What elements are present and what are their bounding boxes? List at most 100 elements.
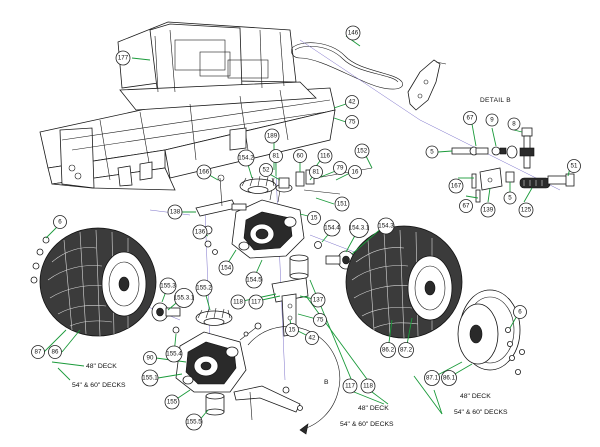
callout-177: 177 (115, 50, 131, 66)
callout-118-lower-label: 118 (363, 383, 373, 390)
callout-75-lower: 75 (313, 313, 327, 327)
callout-16-label: 16 (352, 169, 359, 176)
callout-125: 125 (518, 202, 534, 218)
callout-67-detail-b: 67 (459, 199, 473, 213)
callout-155-5-label: 155.5 (186, 419, 202, 426)
callout-15-upper: 15 (307, 211, 321, 225)
callout-5-detail-a: 5 (425, 145, 439, 159)
callout-81: 81 (269, 149, 283, 163)
callout-6-right: 6 (513, 305, 527, 319)
callout-118-lower: 118 (360, 378, 376, 394)
callout-155-1: 155.1 (141, 369, 159, 387)
callout-117-lower: 117 (342, 378, 358, 394)
note-left-48-deck: 48" DECK (86, 363, 117, 370)
callout-9-label: 9 (490, 117, 494, 124)
callout-52-label: 52 (263, 167, 270, 174)
callout-8: 8 (507, 117, 521, 131)
callout-138-label: 138 (170, 209, 181, 216)
callout-42-lower: 42 (305, 331, 319, 345)
callout-152: 152 (354, 143, 370, 159)
detail-b-bracket (407, 59, 447, 111)
cylinder-154-5 (289, 254, 309, 280)
callout-86-1: 86.1 (441, 370, 457, 386)
callout-75-lower-label: 75 (317, 317, 324, 324)
callout-8-label: 8 (512, 121, 516, 128)
callout-9: 9 (485, 113, 499, 127)
right-wheel (345, 225, 463, 339)
callout-86-2: 86.2 (380, 342, 396, 358)
callout-60-label: 60 (297, 153, 304, 160)
callout-155-3: 155.3 (159, 277, 177, 295)
callout-81-label: 81 (273, 153, 280, 160)
notes: DETAIL B B 48" DECK 54" & 60" DECKS 48" … (72, 97, 511, 428)
callout-146: 146 (345, 25, 361, 41)
fan-pulley-upper (239, 175, 277, 194)
callout-6-left-label: 6 (58, 219, 62, 226)
detail-b-title: DETAIL B (480, 97, 511, 104)
callout-15-upper-label: 15 (311, 215, 318, 222)
callout-189-label: 189 (267, 133, 278, 140)
callout-189: 189 (264, 128, 280, 144)
callout-137: 137 (310, 292, 326, 308)
detail-b-parts (451, 127, 575, 203)
callout-87-2-label: 87.2 (400, 347, 413, 354)
lower-linkage (233, 322, 303, 421)
callout-154-3: 154.3 (377, 217, 395, 235)
callout-60: 60 (293, 149, 307, 163)
note-mid-48-deck: 48" DECK (358, 405, 389, 412)
callout-167: 167 (448, 178, 464, 194)
callout-146-label: 146 (348, 30, 359, 37)
callout-117-lower-label: 117 (345, 383, 355, 390)
callout-151-label: 151 (337, 201, 348, 208)
callout-154-4-label: 154.4 (324, 225, 340, 232)
callout-51-label: 51 (571, 163, 578, 170)
callout-154-3-1: 154.3.1 (349, 218, 370, 238)
callout-155-4: 155.4 (165, 345, 183, 363)
callout-90: 90 (143, 351, 157, 365)
callout-116: 116 (317, 148, 333, 164)
callout-86-2-label: 86.2 (382, 347, 395, 354)
detail-b-arrow-label: B (324, 379, 329, 386)
note-bottom-54-60-decks: 54" & 60" DECKS (340, 421, 394, 428)
transaxle-lower (175, 331, 247, 393)
callout-67-detail-b-label: 67 (463, 203, 470, 210)
callout-154-2-upper: 154.2 (237, 149, 255, 167)
callout-118-upper: 118 (230, 294, 246, 310)
callout-90-label: 90 (147, 355, 154, 362)
exploded-rim (457, 289, 526, 375)
callout-154-4: 154.4 (323, 219, 341, 237)
callout-154-2-upper-label: 154.2 (238, 155, 254, 162)
callout-6-right-label: 6 (518, 309, 522, 316)
callout-52: 52 (259, 163, 273, 177)
callout-87-1-label: 87.1 (426, 375, 439, 382)
callout-154-label: 154 (221, 265, 232, 272)
callout-75-label: 75 (349, 119, 356, 126)
callout-136-label: 136 (195, 229, 206, 236)
callout-5-detail-a-label: 5 (430, 149, 434, 156)
left-wheel (30, 227, 157, 337)
callout-42-lower-label: 42 (309, 335, 316, 342)
callout-79-label: 79 (337, 165, 344, 172)
callout-155-2: 155.2 (195, 279, 213, 297)
callout-136: 136 (192, 224, 208, 240)
hub-155-3 (151, 302, 181, 334)
callout-155-3-1-label: 155.3.1 (174, 295, 195, 302)
hub-154-3 (314, 241, 355, 270)
fan-pulley-lower (195, 307, 233, 326)
callout-154-3-1-label: 154.3.1 (349, 225, 370, 232)
callout-155-1-label: 155.1 (142, 375, 158, 382)
callout-42-label: 42 (349, 99, 356, 106)
callout-138: 138 (167, 204, 183, 220)
callout-6-left: 6 (53, 215, 67, 229)
callout-87-2: 87.2 (398, 342, 414, 358)
callout-152-label: 152 (357, 148, 368, 155)
callout-139-label: 139 (483, 207, 494, 214)
callout-5-detail-b: 5 (503, 191, 517, 205)
callout-154: 154 (218, 260, 234, 276)
callout-139: 139 (480, 202, 496, 218)
callout-155-2-label: 155.2 (196, 285, 212, 292)
callout-151: 151 (334, 196, 350, 212)
chassis-frame (39, 21, 336, 191)
callout-166-label: 166 (199, 169, 210, 176)
